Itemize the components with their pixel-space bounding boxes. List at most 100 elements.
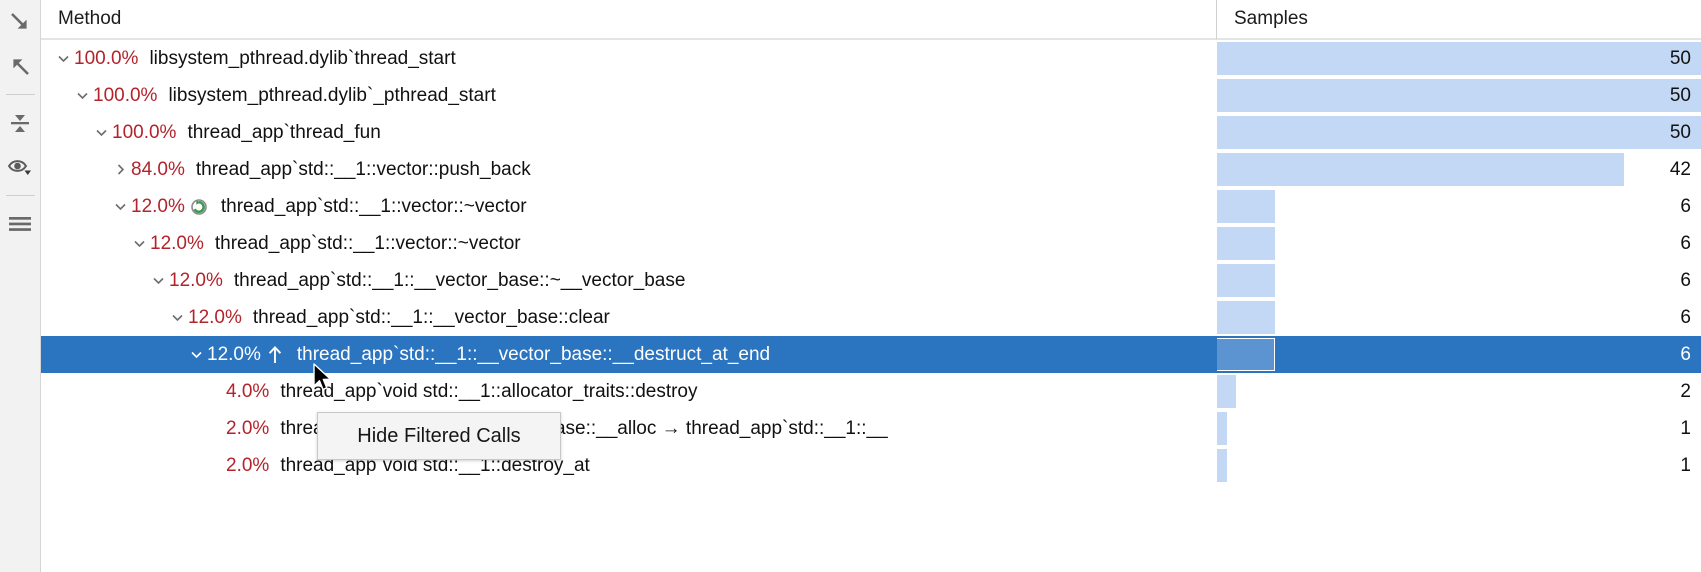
samples-bar — [1217, 412, 1227, 445]
row-method-name: thread_app`void std::__1::allocator_trai… — [280, 380, 698, 402]
row-method-name: thread_app`std::__1::__vector_base::~__v… — [233, 269, 686, 291]
table-row[interactable]: 4.0% thread_app`void std::__1::allocator_… — [41, 373, 1701, 410]
row-percent: 100.0% — [74, 47, 139, 69]
caller-up-arrow-icon — [263, 345, 288, 365]
cell-samples: 6 — [1216, 336, 1701, 373]
toolbar-divider-1 — [5, 94, 35, 95]
arrow-down-right-glyph — [11, 13, 27, 29]
samples-value: 6 — [1680, 269, 1691, 291]
row-method-name: thread_app`std::__1::vector::~vector — [220, 195, 527, 217]
table-row[interactable]: 2.0%thread_app`std::__1::__vector_base::… — [41, 410, 1701, 447]
merge-frames-icon[interactable] — [0, 101, 41, 145]
cell-method: 100.0% libsystem_pthread.dylib`_pthread_s… — [41, 77, 1216, 114]
hamburger-glyph — [9, 217, 31, 231]
chevron-down-icon[interactable] — [129, 236, 150, 251]
row-percent: 4.0% — [226, 380, 270, 402]
cell-method: 4.0% thread_app`void std::__1::allocator_… — [41, 373, 1216, 410]
cell-method: 12.0% thread_app`std::__1::vector::~vecto… — [41, 225, 1216, 262]
row-percent: 12.0% — [150, 232, 204, 254]
samples-bar — [1217, 227, 1276, 260]
samples-value: 6 — [1680, 306, 1691, 328]
column-header-samples[interactable]: Samples — [1216, 0, 1701, 39]
toolbar-divider-2 — [5, 195, 35, 196]
samples-bar — [1217, 79, 1701, 112]
row-method-name: thread_app`thread_fun — [187, 121, 381, 143]
focus-eye-icon[interactable] — [0, 145, 41, 189]
table-row[interactable]: 100.0% libsystem_pthread.dylib`_pthread_s… — [41, 77, 1701, 114]
cell-method: 100.0% thread_app`thread_fun — [41, 114, 1216, 151]
row-method-name: thread_app`std::__1::__vector_base::__de… — [296, 343, 771, 365]
cell-method: 84.0% thread_app`std::__1::vector::push_b… — [41, 151, 1216, 188]
left-toolbar — [0, 0, 41, 572]
samples-bar — [1217, 190, 1276, 223]
chevron-down-icon[interactable] — [72, 88, 93, 103]
samples-value: 2 — [1680, 380, 1691, 402]
cell-method: 2.0%thread_app`void std::__1::destroy_at — [41, 447, 1216, 484]
cell-method: 12.0% thread_app`std::__1::__vector_base:… — [41, 262, 1216, 299]
samples-value: 6 — [1680, 232, 1691, 254]
cell-samples: 1 — [1216, 447, 1701, 484]
column-header-method[interactable]: Method — [58, 8, 122, 29]
table-row[interactable]: 12.0%thread_app`std::__1::__vector_base:… — [41, 299, 1701, 336]
table-row[interactable]: 100.0% thread_app`thread_fun 50 — [41, 114, 1701, 151]
collapse-rows-glyph — [11, 115, 29, 132]
row-percent: 12.0% — [169, 269, 223, 291]
table-row[interactable]: 12.0% thread_app`std::__1::vector::~vecto… — [41, 225, 1701, 262]
row-method-name: thread_app`std::__1::vector::push_back — [195, 158, 531, 180]
cell-method: 2.0%thread_app`std::__1::__vector_base::… — [41, 410, 1216, 447]
samples-bar — [1217, 116, 1701, 149]
chevron-right-icon[interactable] — [110, 162, 131, 177]
chevron-down-icon[interactable] — [186, 347, 207, 362]
row-percent: 12.0% — [131, 195, 185, 217]
row-percent: 100.0% — [93, 84, 158, 106]
call-tree-table: Method Samples 100.0%libsystem_pthread.d… — [41, 0, 1701, 572]
chevron-down-icon[interactable] — [91, 125, 112, 140]
arrow-up-left-glyph — [13, 59, 29, 75]
chevron-down-icon[interactable] — [148, 273, 169, 288]
chevron-down-icon[interactable] — [53, 51, 74, 66]
table-row[interactable]: 100.0%libsystem_pthread.dylib`thread_sta… — [41, 40, 1701, 77]
samples-bar — [1217, 153, 1625, 186]
samples-bar — [1217, 375, 1237, 408]
row-percent: 100.0% — [112, 121, 177, 143]
tooltip-hide-filtered-calls: Hide Filtered Calls — [317, 412, 561, 460]
samples-bar — [1217, 42, 1701, 75]
row-percent: 12.0% — [207, 343, 261, 365]
cell-samples: 6 — [1216, 188, 1701, 225]
menu-icon[interactable] — [0, 202, 41, 246]
table-row[interactable]: 2.0%thread_app`void std::__1::destroy_at… — [41, 447, 1701, 484]
samples-value: 50 — [1669, 121, 1691, 143]
table-row[interactable]: 12.0% thread_app`std::__1::vector::~vecto… — [41, 188, 1701, 225]
recursion-icon — [187, 198, 212, 216]
table-row[interactable]: 84.0% thread_app`std::__1::vector::push_b… — [41, 151, 1701, 188]
samples-bar — [1217, 301, 1276, 334]
expand-all-icon[interactable] — [0, 0, 41, 44]
samples-value: 50 — [1669, 47, 1691, 69]
row-percent: 12.0% — [188, 306, 242, 328]
samples-value: 42 — [1669, 158, 1691, 180]
collapse-all-icon[interactable] — [0, 44, 41, 88]
cell-samples: 50 — [1216, 114, 1701, 151]
samples-value: 6 — [1680, 343, 1691, 365]
row-method-name: thread_app`std::__1::vector::~vector — [214, 232, 521, 254]
table-row[interactable]: 12.0% thread_app`std::__1::__vector_base:… — [41, 336, 1701, 373]
samples-value: 1 — [1680, 454, 1691, 476]
row-percent: 84.0% — [131, 158, 185, 180]
row-method-name: libsystem_pthread.dylib`_pthread_start — [168, 84, 496, 106]
samples-bar — [1217, 449, 1227, 482]
table-header: Method Samples — [41, 0, 1701, 40]
cell-samples: 6 — [1216, 299, 1701, 336]
samples-value: 6 — [1680, 195, 1691, 217]
table-row[interactable]: 12.0% thread_app`std::__1::__vector_base:… — [41, 262, 1701, 299]
samples-bar — [1217, 264, 1276, 297]
chevron-down-icon[interactable] — [167, 310, 188, 325]
cell-method: 12.0% thread_app`std::__1::__vector_base:… — [41, 336, 1216, 373]
samples-value: 50 — [1669, 84, 1691, 106]
cell-samples: 6 — [1216, 225, 1701, 262]
cell-method: 100.0%libsystem_pthread.dylib`thread_sta… — [41, 40, 1216, 77]
cell-samples: 42 — [1216, 151, 1701, 188]
cell-samples: 1 — [1216, 410, 1701, 447]
chevron-down-icon[interactable] — [110, 199, 131, 214]
eye-with-chevron-glyph — [7, 160, 31, 175]
